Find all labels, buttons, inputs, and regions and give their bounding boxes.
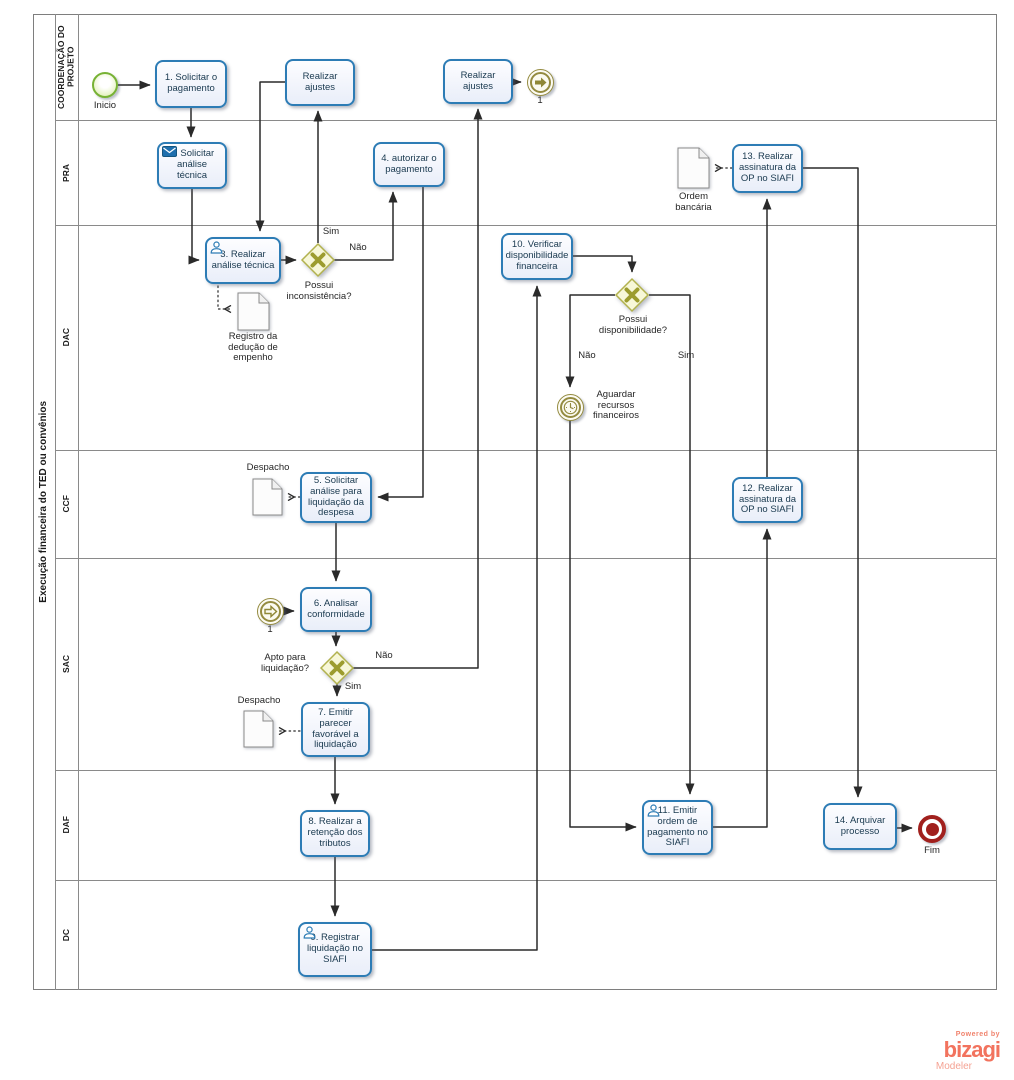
- document-registro-deducao[interactable]: [237, 292, 270, 331]
- document-despacho-ccf-label: Despacho: [246, 462, 290, 473]
- association-t3-registro: [217, 285, 232, 309]
- document-despacho-sac-label: Despacho: [237, 695, 281, 706]
- link-throw-event-icon[interactable]: [527, 69, 554, 96]
- gateway-possui-disponibilidade[interactable]: [614, 277, 650, 313]
- lane-divider: [55, 558, 997, 559]
- start-event[interactable]: [92, 72, 118, 98]
- flow-t2-t3: [188, 188, 200, 265]
- bizagi-wordmark: bizagi: [943, 1037, 1001, 1062]
- flow-gw-disp-sim-t11: [649, 294, 695, 795]
- task-5-solicitar-analise-liquidacao[interactable]: 5. Solicitar análise para liquidação da …: [300, 472, 372, 523]
- gateway-disponibilidade-no: Não: [578, 350, 596, 361]
- task-4-autorizar-pagamento[interactable]: 4. autorizar o pagamento: [373, 142, 445, 187]
- timer-event-icon[interactable]: [557, 394, 584, 421]
- flow-t9-t10: [372, 285, 542, 951]
- task-7-emitir-parecer-favoravel[interactable]: 7. Emitir parecer favorável a liquidação: [301, 702, 370, 757]
- document-ordem-bancaria[interactable]: [677, 147, 710, 189]
- task-14-arquivar-processo[interactable]: 14. Arquivar processo: [823, 803, 897, 850]
- link-catch-event-icon[interactable]: [257, 598, 284, 625]
- powered-by-text: Powered by: [955, 1031, 1000, 1038]
- task-10-verificar-disponibilidade[interactable]: 10. Verificar disponibilidade financeira: [501, 233, 573, 280]
- link-catch-label: 1: [267, 624, 273, 635]
- gateway-apto-yes: Sim: [344, 681, 362, 692]
- user-icon: [210, 241, 223, 254]
- task-12-assinatura-op-siafi[interactable]: 12. Realizar assinatura da OP no SIAFI: [732, 477, 803, 523]
- flow-timer-t11: [569, 420, 637, 832]
- end-event[interactable]: [918, 815, 946, 843]
- flow-ra1-t3: [255, 81, 285, 232]
- end-event-label: Fim: [924, 845, 940, 856]
- flow-gw-disp-nao-timer: [565, 294, 615, 388]
- gateway-x-marker: [329, 660, 345, 676]
- timer-event-label: Aguardar recursos financeiros: [593, 389, 639, 422]
- task-8-retencao-tributos[interactable]: 8. Realizar a retenção dos tributos: [300, 810, 370, 857]
- task-6-analisar-conformidade[interactable]: 6. Analisar conformidade: [300, 587, 372, 632]
- message-icon: [162, 146, 177, 157]
- task-13-assinatura-op-siafi[interactable]: 13. Realizar assinatura da OP no SIAFI: [732, 144, 803, 193]
- start-event-label: Inicio: [93, 100, 117, 111]
- pool-title-divider: [55, 14, 56, 990]
- task-realizar-ajustes-2[interactable]: Realizar ajustes: [443, 59, 513, 104]
- gateway-disponibilidade-question: Possui disponibilidade?: [598, 314, 668, 336]
- link-arrow-outline: [264, 604, 278, 619]
- gateway-disponibilidade-yes: Sim: [677, 350, 695, 361]
- document-despacho-sac[interactable]: [243, 710, 274, 748]
- flow-gw-apto-nao-ra2: [353, 108, 483, 669]
- clock-icon: [563, 400, 578, 415]
- link-arrow-filled: [535, 77, 547, 88]
- gateway-apto-no: Não: [375, 650, 393, 661]
- link-throw-label: 1: [537, 95, 543, 106]
- modeler-text: Modeler: [935, 1061, 972, 1072]
- gateway-inconsistencia-question: Possui inconsistência?: [286, 280, 352, 302]
- document-ordem-label: Ordem bancária: [675, 191, 712, 213]
- lane-divider: [55, 770, 997, 771]
- document-despacho-ccf[interactable]: [252, 478, 283, 516]
- task-realizar-ajustes-1[interactable]: Realizar ajustes: [285, 59, 355, 106]
- bizagi-logo: Powered by bizagi Modeler: [890, 1031, 1001, 1072]
- gateway-x-marker: [310, 252, 326, 268]
- user-icon: [647, 804, 660, 817]
- flow-gw-nao-t4: [334, 191, 398, 261]
- lane-divider: [55, 450, 997, 451]
- user-icon: [303, 926, 316, 939]
- flow-t11-t12: [713, 528, 772, 828]
- flow-t4-t5: [377, 187, 424, 502]
- flow-t10-gw-disponibilidade: [573, 255, 637, 273]
- document-registro-label: Registro da dedução de empenho: [228, 331, 278, 364]
- task-1-solicitar-pagamento[interactable]: 1. Solicitar o pagamento: [155, 60, 227, 108]
- pool-border: [33, 14, 997, 990]
- task-9-registrar-liquidacao-siafi[interactable]: 9. Registrar liquidação no SIAFI: [298, 922, 372, 977]
- gateway-apto-para-liquidacao[interactable]: [319, 650, 355, 686]
- gateway-inconsistencia-no: Não: [349, 242, 367, 253]
- task-2-solicitar-analise-tecnica[interactable]: 2. Solicitar análise técnica: [157, 142, 227, 189]
- gateway-x-marker: [624, 287, 640, 303]
- task-3-realizar-analise-tecnica[interactable]: 3. Realizar análise técnica: [205, 237, 281, 284]
- lane-divider: [55, 120, 997, 121]
- task-11-emitir-ordem-pagamento[interactable]: 11. Emitir ordem de pagamento no SIAFI: [642, 800, 713, 855]
- gateway-inconsistencia-yes: Sim: [322, 226, 340, 237]
- flow-t13-t14: [803, 167, 863, 798]
- lane-label-divider: [78, 14, 79, 990]
- lane-divider: [55, 225, 997, 226]
- gateway-possui-inconsistencia[interactable]: [300, 242, 336, 278]
- gateway-apto-question: Apto para liquidação?: [260, 652, 310, 674]
- lane-divider: [55, 880, 997, 881]
